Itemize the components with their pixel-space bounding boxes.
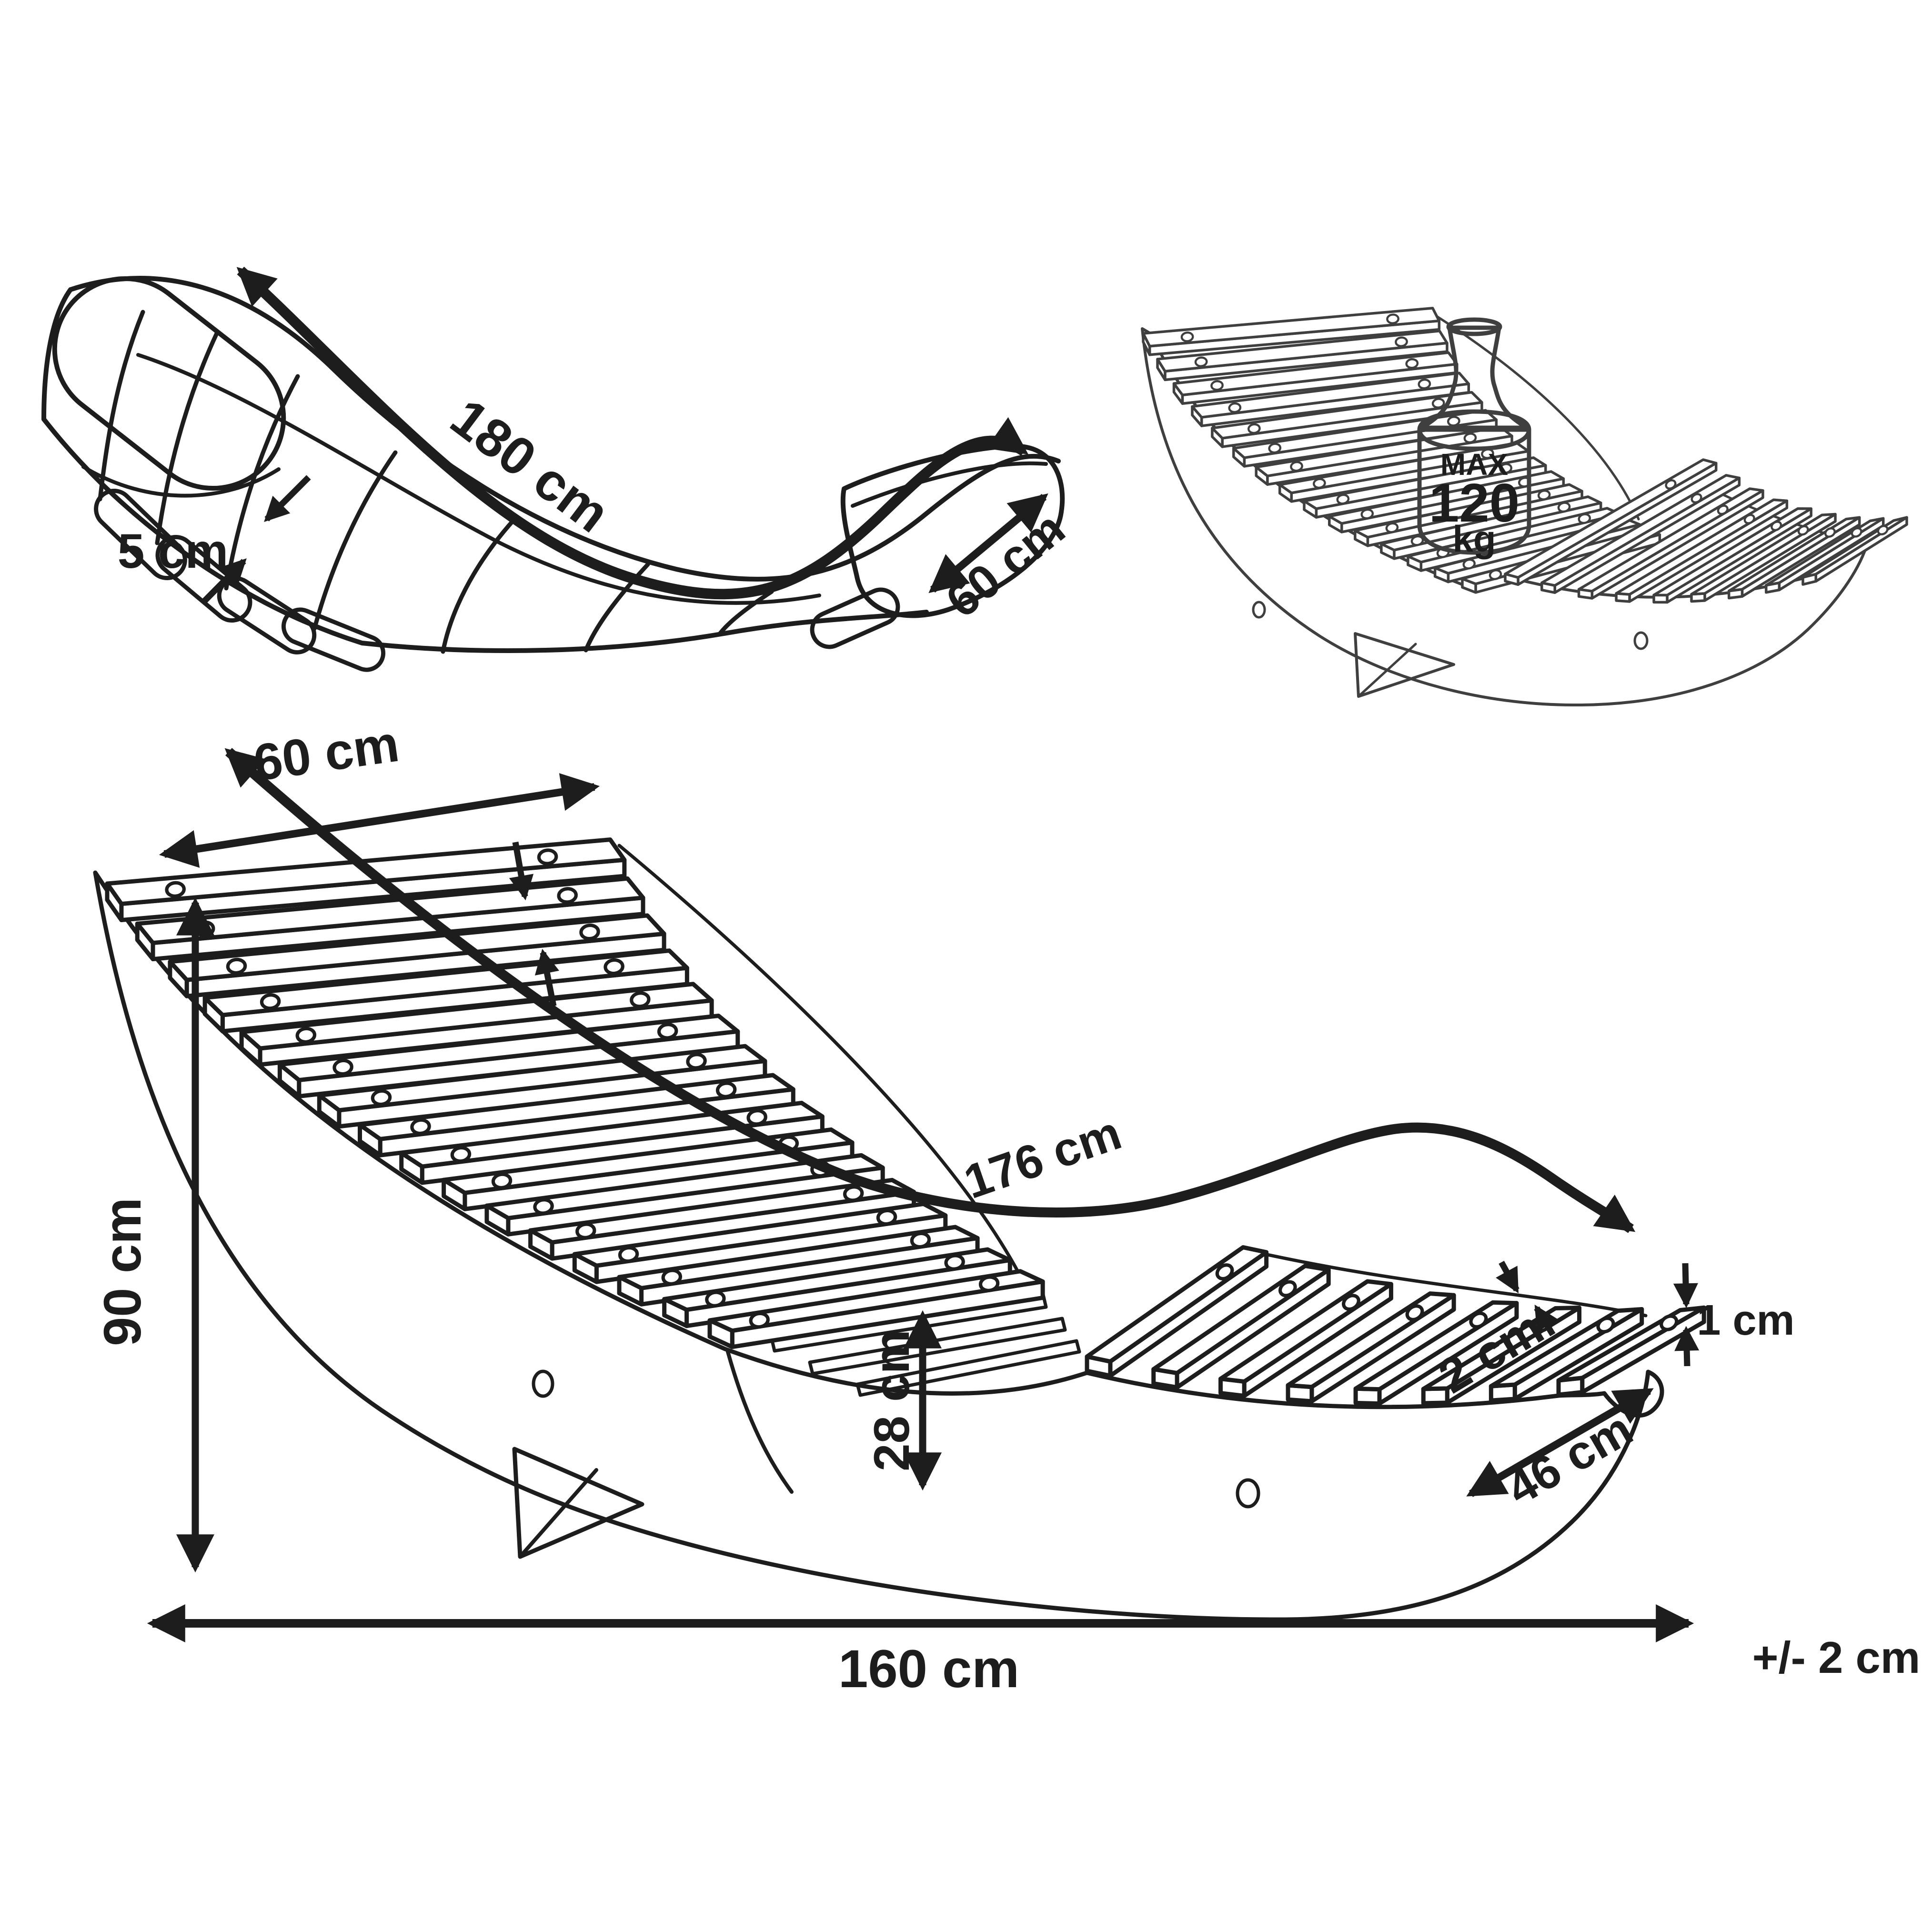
- label-tolerance: +/- 2 cm: [1752, 1632, 1921, 1682]
- weight-capacity-view: MAX 120 kg: [1141, 307, 1908, 707]
- weight-illustration: MAX 120 kg: [1417, 317, 1531, 560]
- arrow-slat-thickness-lower: [1674, 1326, 1700, 1367]
- arrow-foot-width-46: [1466, 1388, 1654, 1497]
- lounger-back-slats: [105, 837, 1045, 1349]
- small-lounger-back-slats: [1142, 307, 1661, 594]
- arrow-slat-width-60: [159, 773, 600, 868]
- arrow-curve-length-180: [236, 266, 1029, 600]
- arrow-thickness-upper: [264, 475, 311, 522]
- arrow-slat-gap-lower: [1534, 1304, 1558, 1337]
- label-capacity-unit: kg: [1452, 518, 1496, 560]
- arrow-slat-thickness-upper: [1673, 1263, 1698, 1308]
- label-curve-length-180: 180 cm: [440, 387, 621, 543]
- label-seat-height-28: 28 cm: [864, 1329, 920, 1471]
- label-slat-width-60: 60 cm: [250, 714, 402, 792]
- cushioned-lounger-view: 180 cm 5 cm 60 cm: [41, 266, 1075, 672]
- headrest-pillow: [52, 276, 286, 498]
- arrow-thickness-lower: [200, 558, 247, 605]
- small-lounger-foot-slats: [1504, 458, 1908, 604]
- label-surface-length-176: 176 cm: [957, 1106, 1127, 1209]
- arrow-surface-length-176: [224, 748, 1636, 1233]
- label-max: MAX: [1440, 447, 1509, 482]
- arrow-width-60: [928, 493, 1048, 594]
- arrow-slat-gap-upper: [1496, 1260, 1519, 1294]
- lounger-foot-slats: [1085, 1245, 1706, 1406]
- dimension-diagram-view: 60 cm 90 cm 176 cm 28 cm 1 cm 2 cm 46 cm…: [93, 714, 1920, 1699]
- label-slat-thickness-1: 1 cm: [1697, 1297, 1794, 1344]
- label-height-90: 90 cm: [93, 1197, 152, 1346]
- label-capacity-value: 120: [1429, 473, 1519, 533]
- label-thickness-5: 5 cm: [118, 524, 229, 578]
- label-foot-width-46: 46 cm: [1498, 1402, 1641, 1516]
- label-overall-length-160: 160 cm: [838, 1639, 1019, 1699]
